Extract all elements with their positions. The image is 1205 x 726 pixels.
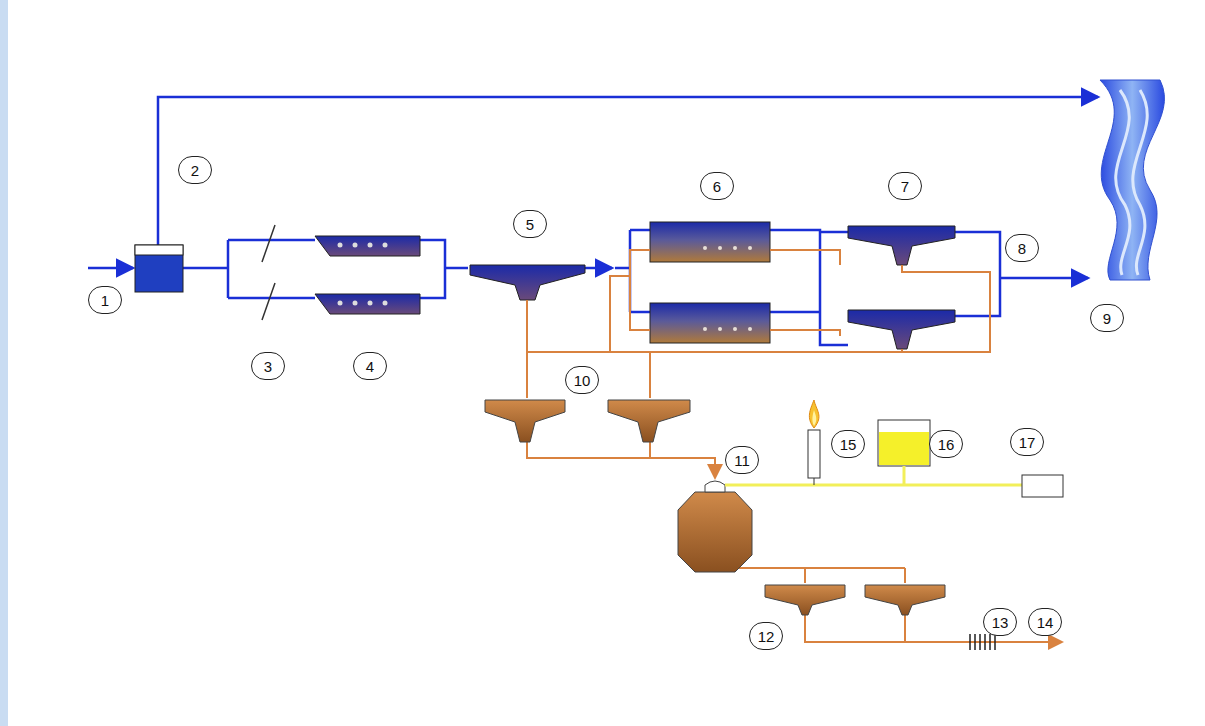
callout-number: 10 bbox=[565, 366, 599, 394]
callout-number: 11 bbox=[725, 446, 759, 474]
callout-number: 1 bbox=[88, 286, 122, 314]
callout-number: 14 bbox=[1028, 608, 1062, 636]
callout-number: 3 bbox=[251, 352, 285, 380]
callout-number: 12 bbox=[749, 622, 783, 650]
callout-number: 7 bbox=[888, 172, 922, 200]
callout-number: 8 bbox=[1005, 234, 1039, 262]
callout-number: 2 bbox=[178, 156, 212, 184]
callout-number: 4 bbox=[353, 352, 387, 380]
callout-number: 6 bbox=[700, 172, 734, 200]
callout-number: 15 bbox=[831, 430, 865, 458]
callout-number: 16 bbox=[929, 430, 963, 458]
callout-number: 13 bbox=[983, 608, 1017, 636]
callout-number: 5 bbox=[513, 210, 547, 238]
callout-number: 17 bbox=[1010, 428, 1044, 456]
callout-number: 9 bbox=[1090, 304, 1124, 332]
